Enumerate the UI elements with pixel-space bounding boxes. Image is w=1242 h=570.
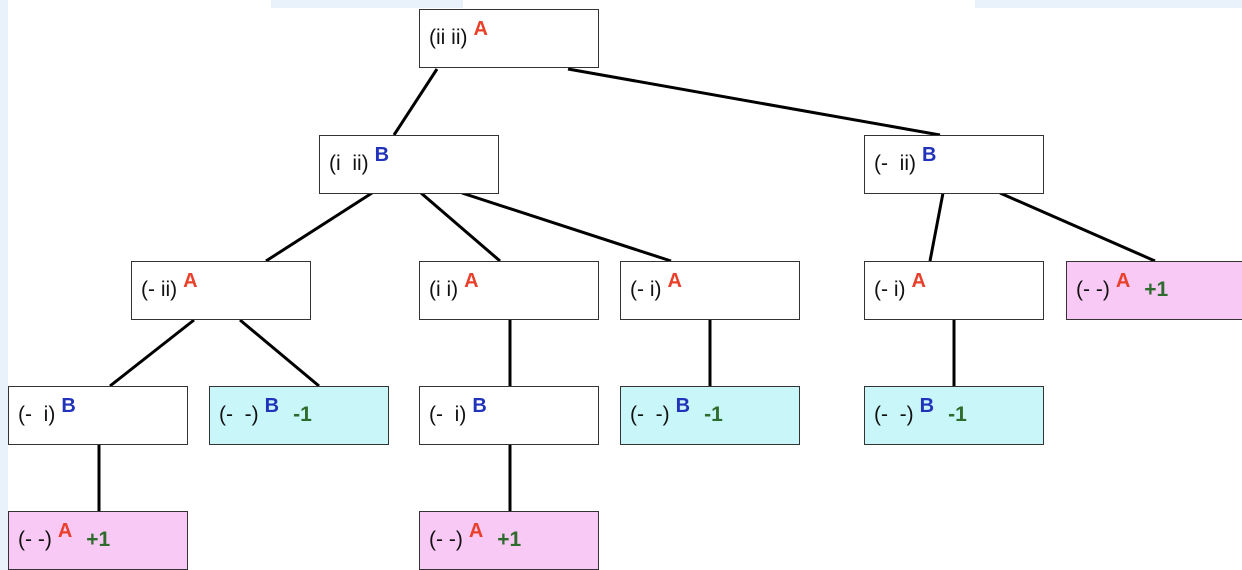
node-state: (- i) bbox=[630, 278, 662, 301]
tree-node: (i i)A bbox=[419, 261, 599, 320]
tree-node: (ii ii)A bbox=[419, 9, 599, 68]
node-state: (- -) bbox=[630, 403, 670, 426]
node-player: A bbox=[183, 270, 198, 292]
node-score: -1 bbox=[293, 403, 312, 426]
node-player: B bbox=[264, 395, 280, 417]
tree-node: (- -)B -1 bbox=[864, 386, 1044, 445]
edge bbox=[265, 191, 373, 263]
edge bbox=[420, 191, 501, 263]
node-score: +1 bbox=[86, 528, 111, 551]
edge bbox=[999, 191, 1156, 263]
node-player: B bbox=[374, 144, 390, 166]
node-score: -1 bbox=[704, 403, 723, 426]
node-player: B bbox=[921, 144, 937, 166]
node-player: A bbox=[667, 270, 682, 292]
node-state: (- ii) bbox=[874, 152, 916, 175]
tree-node: (- ii)A bbox=[131, 261, 311, 320]
tree-node: (- ii)B bbox=[864, 135, 1044, 194]
edge bbox=[392, 68, 439, 136]
node-state: (i ii) bbox=[329, 152, 369, 175]
tree-node: (- i)B bbox=[419, 386, 599, 445]
edge bbox=[239, 318, 320, 388]
tree-node: (- -)A +1 bbox=[1066, 261, 1242, 320]
edge bbox=[928, 192, 945, 262]
edge bbox=[109, 318, 195, 388]
tree-node: (- i)A bbox=[620, 261, 800, 320]
node-state: (- -) bbox=[219, 403, 259, 426]
tree-node: (i ii)B bbox=[319, 135, 499, 194]
top-band bbox=[271, 0, 463, 8]
tree-node: (- -)B -1 bbox=[620, 386, 800, 445]
tree-node: (- i)A bbox=[864, 261, 1044, 320]
node-state: (i i) bbox=[429, 278, 459, 301]
node-player: B bbox=[919, 395, 935, 417]
node-score: -1 bbox=[948, 403, 967, 426]
node-score: +1 bbox=[1144, 278, 1169, 301]
node-state: (- i) bbox=[874, 278, 906, 301]
node-player: A bbox=[464, 270, 479, 292]
node-player: B bbox=[675, 395, 691, 417]
node-state: (- -) bbox=[1076, 278, 1110, 301]
node-player: A bbox=[57, 520, 73, 542]
edge bbox=[567, 67, 941, 137]
node-state: (- -) bbox=[874, 403, 914, 426]
node-state: (- ii) bbox=[141, 278, 178, 301]
node-player: A bbox=[468, 520, 484, 542]
node-player: B bbox=[61, 395, 76, 417]
node-state: (ii ii) bbox=[429, 26, 468, 49]
tree-node: (- -)A +1 bbox=[8, 511, 188, 570]
node-player: A bbox=[473, 18, 488, 40]
tree-node: (- -)B -1 bbox=[209, 386, 389, 445]
node-state: (- i) bbox=[429, 403, 467, 426]
tree-node: (- -)A +1 bbox=[419, 511, 599, 570]
left-margin-band bbox=[0, 0, 8, 570]
edge bbox=[461, 191, 672, 263]
node-state: (- -) bbox=[18, 528, 52, 551]
tree-node: (- i)B bbox=[8, 386, 188, 445]
top-band-right bbox=[975, 0, 1242, 8]
node-score: +1 bbox=[497, 528, 522, 551]
node-player: A bbox=[1115, 270, 1131, 292]
node-player: A bbox=[911, 270, 926, 292]
node-state: (- i) bbox=[18, 403, 56, 426]
node-player: B bbox=[472, 395, 487, 417]
node-state: (- -) bbox=[429, 528, 463, 551]
